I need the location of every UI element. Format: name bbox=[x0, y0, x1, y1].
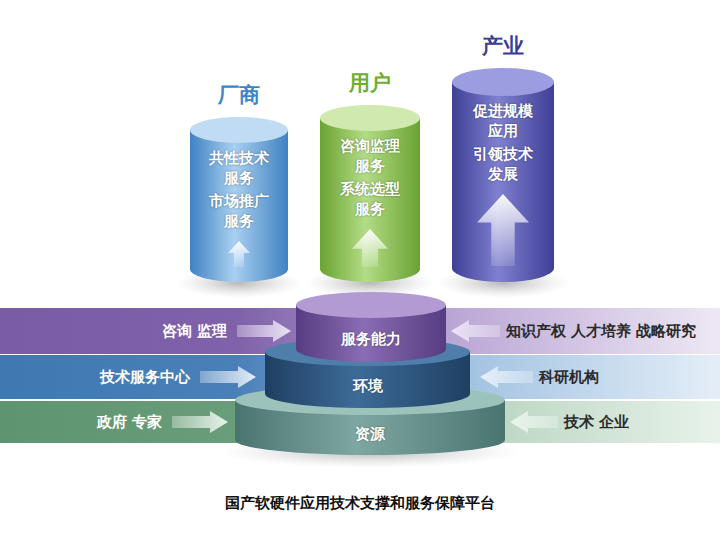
up-arrow bbox=[352, 229, 388, 267]
layer-label: 资源 bbox=[355, 425, 385, 444]
cylinder-top bbox=[452, 68, 554, 96]
platform-disc: 服务能力 bbox=[296, 292, 446, 362]
band-label: 知识产权 人才培养 战略研究 bbox=[506, 322, 696, 341]
diagram-caption: 国产软硬件应用技术支撑和服务保障平台 bbox=[0, 494, 720, 513]
cylinder-text-area: 促进规模 应用引领技术 发展 bbox=[452, 102, 554, 184]
cylinder-side bbox=[452, 82, 554, 282]
service-cylinder: 厂商共性技术 服务市场推广 服务 bbox=[190, 117, 288, 282]
disc-text-area: 服务能力 bbox=[296, 318, 446, 360]
cylinder-text-area: 共性技术 服务市场推广 服务 bbox=[190, 149, 288, 231]
disc-shape bbox=[296, 292, 446, 362]
cylinder-side bbox=[190, 130, 288, 282]
disc-text-area: 环境 bbox=[265, 366, 470, 406]
band-label: 技术服务中心 bbox=[100, 368, 190, 387]
disc-top bbox=[296, 292, 446, 318]
cylinder-top bbox=[320, 105, 420, 131]
block-arrow bbox=[480, 366, 533, 388]
layer-label: 环境 bbox=[353, 377, 383, 396]
block-arrow bbox=[451, 320, 500, 342]
layer-label: 服务能力 bbox=[341, 330, 401, 349]
group-heading: 厂商 bbox=[160, 81, 318, 109]
cylinder-top bbox=[190, 117, 288, 143]
service-text: 咨询监理 服务 bbox=[337, 137, 403, 176]
up-arrow bbox=[228, 241, 250, 267]
block-arrow bbox=[200, 366, 256, 388]
disc-text-area: 资源 bbox=[235, 415, 505, 453]
band-label: 咨询 监理 bbox=[162, 322, 227, 341]
block-arrow bbox=[510, 411, 558, 433]
band-label: 科研机构 bbox=[539, 368, 599, 387]
cylinder-side bbox=[320, 118, 420, 282]
band-label: 技术 企业 bbox=[564, 413, 629, 432]
service-text: 系统选型 服务 bbox=[337, 180, 403, 219]
block-arrow bbox=[172, 411, 228, 433]
service-text: 引领技术 发展 bbox=[470, 145, 536, 184]
band-label: 政府 专家 bbox=[97, 413, 162, 432]
service-cylinder: 用户咨询监理 服务系统选型 服务 bbox=[320, 105, 420, 282]
disc-top bbox=[235, 385, 505, 415]
up-arrow bbox=[477, 194, 529, 266]
service-text: 共性技术 服务 bbox=[206, 149, 272, 188]
cylinder-text-area: 咨询监理 服务系统选型 服务 bbox=[320, 137, 420, 219]
service-cylinder: 产业促进规模 应用引领技术 发展 bbox=[452, 68, 554, 282]
group-heading: 用户 bbox=[290, 69, 450, 97]
band-ground bbox=[0, 355, 720, 399]
group-heading: 产业 bbox=[422, 32, 584, 60]
service-text: 市场推广 服务 bbox=[206, 192, 272, 231]
disc-top bbox=[265, 338, 470, 366]
service-text: 促进规模 应用 bbox=[470, 102, 536, 141]
block-arrow bbox=[237, 320, 291, 342]
